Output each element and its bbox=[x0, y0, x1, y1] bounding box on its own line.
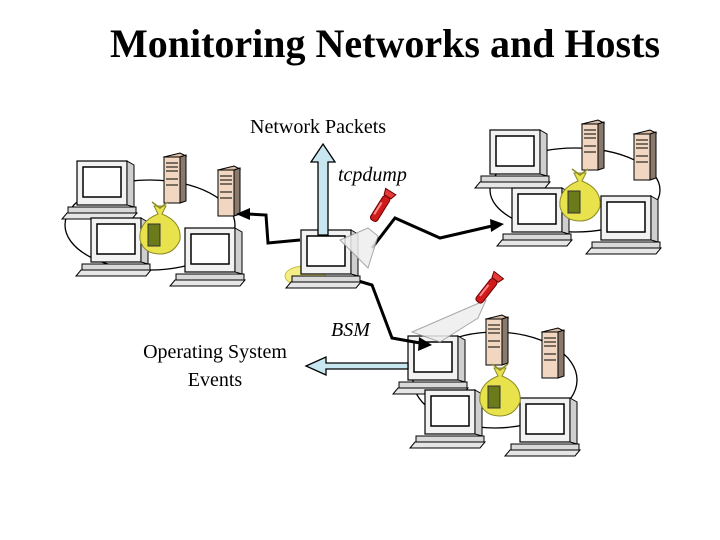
server-icon bbox=[485, 314, 509, 366]
right-top-lan bbox=[474, 119, 662, 255]
server-icon bbox=[581, 119, 605, 171]
workstation-icon bbox=[61, 160, 138, 220]
os-events-line2: Events bbox=[187, 369, 243, 391]
os-events-line1: Operating System bbox=[143, 341, 287, 363]
network-packets-label: Network Packets bbox=[250, 116, 387, 138]
os-events-arrow bbox=[304, 355, 409, 377]
bsm-label: BSM bbox=[331, 319, 370, 341]
left-lan bbox=[61, 152, 246, 287]
arrowhead bbox=[236, 208, 250, 220]
lan-ring bbox=[489, 147, 661, 233]
workstation-icon bbox=[75, 217, 152, 277]
flashlight-icon bbox=[367, 187, 397, 225]
network-packets-arrow bbox=[309, 142, 337, 236]
workstation-icon bbox=[169, 227, 246, 287]
network-links bbox=[236, 208, 504, 351]
server-icon bbox=[633, 129, 657, 181]
right-bottom-lan bbox=[392, 314, 581, 457]
money-bag-icon bbox=[559, 168, 601, 222]
workstation-icon bbox=[409, 389, 486, 449]
light-beam bbox=[410, 299, 487, 343]
money-bag-icon bbox=[139, 201, 181, 255]
server-icon bbox=[163, 152, 187, 204]
os-events-label: Operating System Events bbox=[100, 338, 330, 394]
flashlight-icon bbox=[472, 270, 505, 307]
arrowhead bbox=[490, 219, 504, 232]
light-beam bbox=[339, 227, 379, 269]
server-icon bbox=[217, 165, 241, 217]
tcpdump-label: tcpdump bbox=[338, 164, 407, 186]
link-line bbox=[370, 216, 493, 249]
server-icon bbox=[541, 327, 565, 379]
money-bag-icon bbox=[479, 363, 521, 417]
arrowhead bbox=[418, 337, 432, 351]
link-line bbox=[354, 278, 421, 345]
slide-title: Monitoring Networks and Hosts bbox=[109, 21, 661, 66]
flashlight-beams bbox=[339, 187, 505, 343]
workstation-icon bbox=[474, 129, 551, 189]
monitoring-host bbox=[284, 229, 362, 289]
link-line bbox=[247, 212, 301, 245]
